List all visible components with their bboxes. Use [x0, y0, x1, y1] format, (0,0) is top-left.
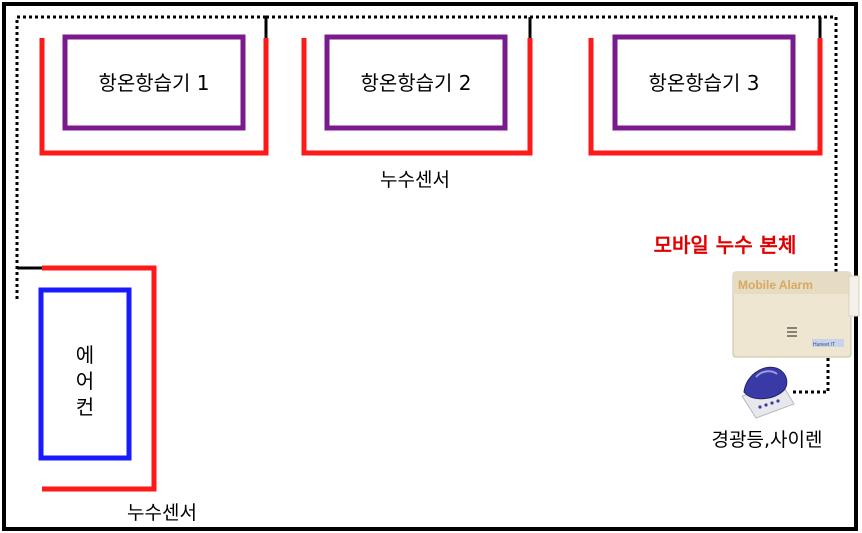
- leak-sensor-1: [39, 38, 269, 156]
- cable-connectors: [17, 17, 822, 270]
- mobile-alarm-device: Mobile Alarm Huneet IT: [732, 271, 860, 358]
- aircon-group: 에 어 컨: [38, 265, 157, 492]
- unit-group-1: 항온항습기 1: [39, 34, 269, 156]
- main-unit-title: 모바일 누수 본체: [654, 233, 797, 257]
- aircon-label-3: 컨: [76, 395, 94, 419]
- hvac-unit-2-label: 항온항습기 2: [360, 71, 471, 95]
- unit-group-2: 항온항습기 2: [301, 34, 533, 156]
- aircon-label-2: 어: [76, 369, 94, 393]
- device-vent-icon: [787, 327, 797, 337]
- leak-sensor-2: [301, 38, 533, 156]
- aircon-label-1: 에: [76, 343, 94, 367]
- siren-label: 경광등,사이렌: [712, 429, 823, 451]
- device-small-text: Huneet IT: [813, 342, 835, 348]
- leak-sensor-label-top: 누수센서: [380, 169, 450, 191]
- unit-group-3: 항온항습기 3: [588, 34, 823, 156]
- hvac-unit-3-label: 항온항습기 3: [648, 71, 759, 95]
- leak-sensor-label-bottom: 누수센서: [127, 502, 197, 524]
- hvac-unit-1: [62, 34, 246, 131]
- device-brand-label: Mobile Alarm: [738, 278, 813, 292]
- leak-sensor-aircon: [42, 265, 157, 492]
- hvac-unit-1-label: 항온항습기 1: [98, 71, 209, 95]
- leak-sensor-3: [588, 38, 823, 156]
- hvac-unit-2: [324, 34, 508, 131]
- hvac-unit-3: [612, 34, 796, 131]
- siren-beacon-icon: [741, 366, 795, 419]
- aircon-unit: [38, 287, 132, 461]
